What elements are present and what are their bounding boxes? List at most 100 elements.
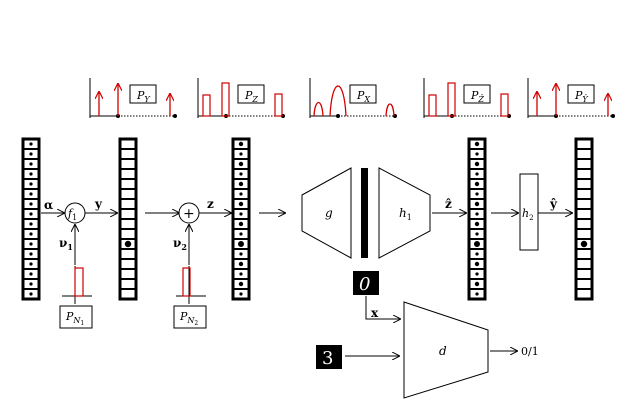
vector-cell-dot bbox=[239, 232, 243, 236]
x-label: x bbox=[371, 306, 379, 320]
svg-text:PY: PY bbox=[136, 89, 150, 104]
noise-plot-2 bbox=[176, 266, 206, 304]
pz-label-sub: Z bbox=[251, 95, 258, 104]
px-label-main: P bbox=[356, 89, 365, 102]
pyhat-label-box bbox=[567, 84, 595, 104]
pn1-label-main: P bbox=[65, 310, 74, 323]
vector-cell-dot bbox=[239, 252, 243, 256]
decoder-label-sub: 1 bbox=[407, 213, 412, 222]
vector-cell-dot bbox=[29, 232, 33, 236]
vector-y-hat bbox=[574, 137, 594, 301]
decoder-block-h1 bbox=[378, 167, 431, 259]
svg-text:h1: h1 bbox=[399, 206, 412, 222]
f1-label-sub: 1 bbox=[72, 213, 77, 222]
pz-label-box bbox=[237, 84, 265, 104]
vector-cell-dot bbox=[239, 152, 243, 156]
pn2-label-subsub: 2 bbox=[194, 320, 198, 327]
vector-cell-dot bbox=[474, 141, 480, 147]
vector-cell-dot bbox=[239, 192, 243, 196]
vector-cell-dot bbox=[475, 252, 479, 256]
vector-cell-dot bbox=[124, 240, 132, 248]
vector-cell-dot bbox=[29, 272, 33, 276]
pn1-label-box bbox=[59, 305, 93, 329]
pn1-label-sub: N bbox=[72, 316, 81, 325]
vector-cell-dot bbox=[238, 281, 244, 287]
vector-cell-dot bbox=[239, 272, 243, 276]
vector-cell-dot bbox=[580, 240, 588, 248]
svg-text:PX: PX bbox=[356, 89, 370, 104]
vector-cell bbox=[22, 288, 40, 300]
noise-plot-1 bbox=[62, 266, 92, 304]
generated-digit-image: 0 bbox=[353, 271, 379, 295]
svg-text:f1: f1 bbox=[67, 207, 77, 222]
vector-cell-dot bbox=[475, 172, 479, 176]
pn2-label-box bbox=[173, 305, 207, 329]
svg-text:PN1: PN1 bbox=[65, 310, 84, 327]
vector-cell-dot bbox=[29, 182, 33, 186]
vector-cell-dot bbox=[238, 261, 244, 267]
y-hat-label: ŷ bbox=[549, 197, 558, 211]
vector-cell-dot bbox=[29, 282, 33, 286]
distribution-plot-pzhat: PẐ bbox=[423, 78, 511, 118]
f1-label-main: f bbox=[67, 207, 74, 220]
h2-label-main: h bbox=[522, 207, 529, 220]
z-label: z bbox=[207, 197, 214, 211]
vector-cell-dot bbox=[29, 192, 33, 196]
pzhat-label-main: P bbox=[470, 89, 479, 102]
svg-text:PN2: PN2 bbox=[179, 310, 198, 327]
decoder-label-main: h bbox=[399, 206, 407, 220]
nu1-label-sub: 1 bbox=[67, 242, 73, 252]
nu1-label-main: ν bbox=[59, 236, 67, 250]
pzhat-label-box bbox=[463, 84, 491, 104]
pn2-label-main: P bbox=[179, 310, 188, 323]
vector-cell-dot bbox=[238, 181, 244, 187]
vector-z-hat bbox=[467, 137, 487, 301]
encoder-label: g bbox=[325, 206, 333, 220]
vector-cell-dot bbox=[239, 172, 243, 176]
vector-cell-dot bbox=[239, 292, 243, 296]
vector-z bbox=[231, 137, 251, 301]
svg-text:PŶ: PŶ bbox=[574, 89, 588, 104]
vector-alpha bbox=[21, 137, 41, 301]
vector-cell-dot bbox=[29, 252, 33, 256]
discriminator-block-d bbox=[403, 301, 489, 399]
vector-cell-dot bbox=[29, 212, 33, 216]
real-digit-glyph: 3 bbox=[322, 348, 333, 369]
pz-label-main: P bbox=[244, 89, 253, 102]
y-label: y bbox=[94, 197, 103, 211]
vector-cell-dot bbox=[239, 212, 243, 216]
discriminator-label: d bbox=[439, 344, 447, 358]
pzhat-label-sub: Ẑ bbox=[477, 95, 484, 104]
vector-cell-dot bbox=[29, 222, 33, 226]
vector-cell-dot bbox=[29, 172, 33, 176]
vector-cell-dot bbox=[474, 241, 480, 247]
svg-text:ν2: ν2 bbox=[173, 236, 187, 252]
vector-cell-dot bbox=[475, 272, 479, 276]
vector-cell-dot bbox=[474, 161, 480, 167]
pn2-label-sub: N bbox=[186, 316, 195, 325]
svg-text:h2: h2 bbox=[522, 207, 534, 222]
vector-cell-dot bbox=[238, 241, 244, 247]
distribution-plot-pz: PZ bbox=[197, 78, 285, 118]
vector-cell-dot bbox=[29, 292, 33, 296]
svg-text:PẐ: PẐ bbox=[470, 89, 484, 104]
distribution-plot-pyhat: PŶ bbox=[527, 78, 615, 118]
px-label-sub: X bbox=[363, 95, 370, 104]
h2-label-sub: 2 bbox=[529, 214, 533, 222]
svg-text:PZ: PZ bbox=[244, 89, 258, 104]
plus-label: + bbox=[183, 206, 195, 222]
vector-cell-dot bbox=[238, 201, 244, 207]
generated-digit-glyph: 0 bbox=[359, 274, 370, 295]
h2-block bbox=[519, 173, 539, 251]
vector-cell-dot bbox=[475, 292, 479, 296]
pn1-label-subsub: 1 bbox=[80, 320, 84, 327]
alpha-label: α bbox=[44, 198, 53, 212]
distribution-plot-px: PX bbox=[309, 78, 397, 118]
vector-cell-dot bbox=[238, 141, 244, 147]
vector-cell-dot bbox=[238, 161, 244, 167]
vector-cell-dot bbox=[29, 242, 33, 246]
py-label-sub: Y bbox=[144, 95, 150, 104]
vector-cell bbox=[575, 288, 593, 300]
vector-cell-dot bbox=[474, 181, 480, 187]
distribution-plot-py: PY bbox=[89, 78, 177, 118]
